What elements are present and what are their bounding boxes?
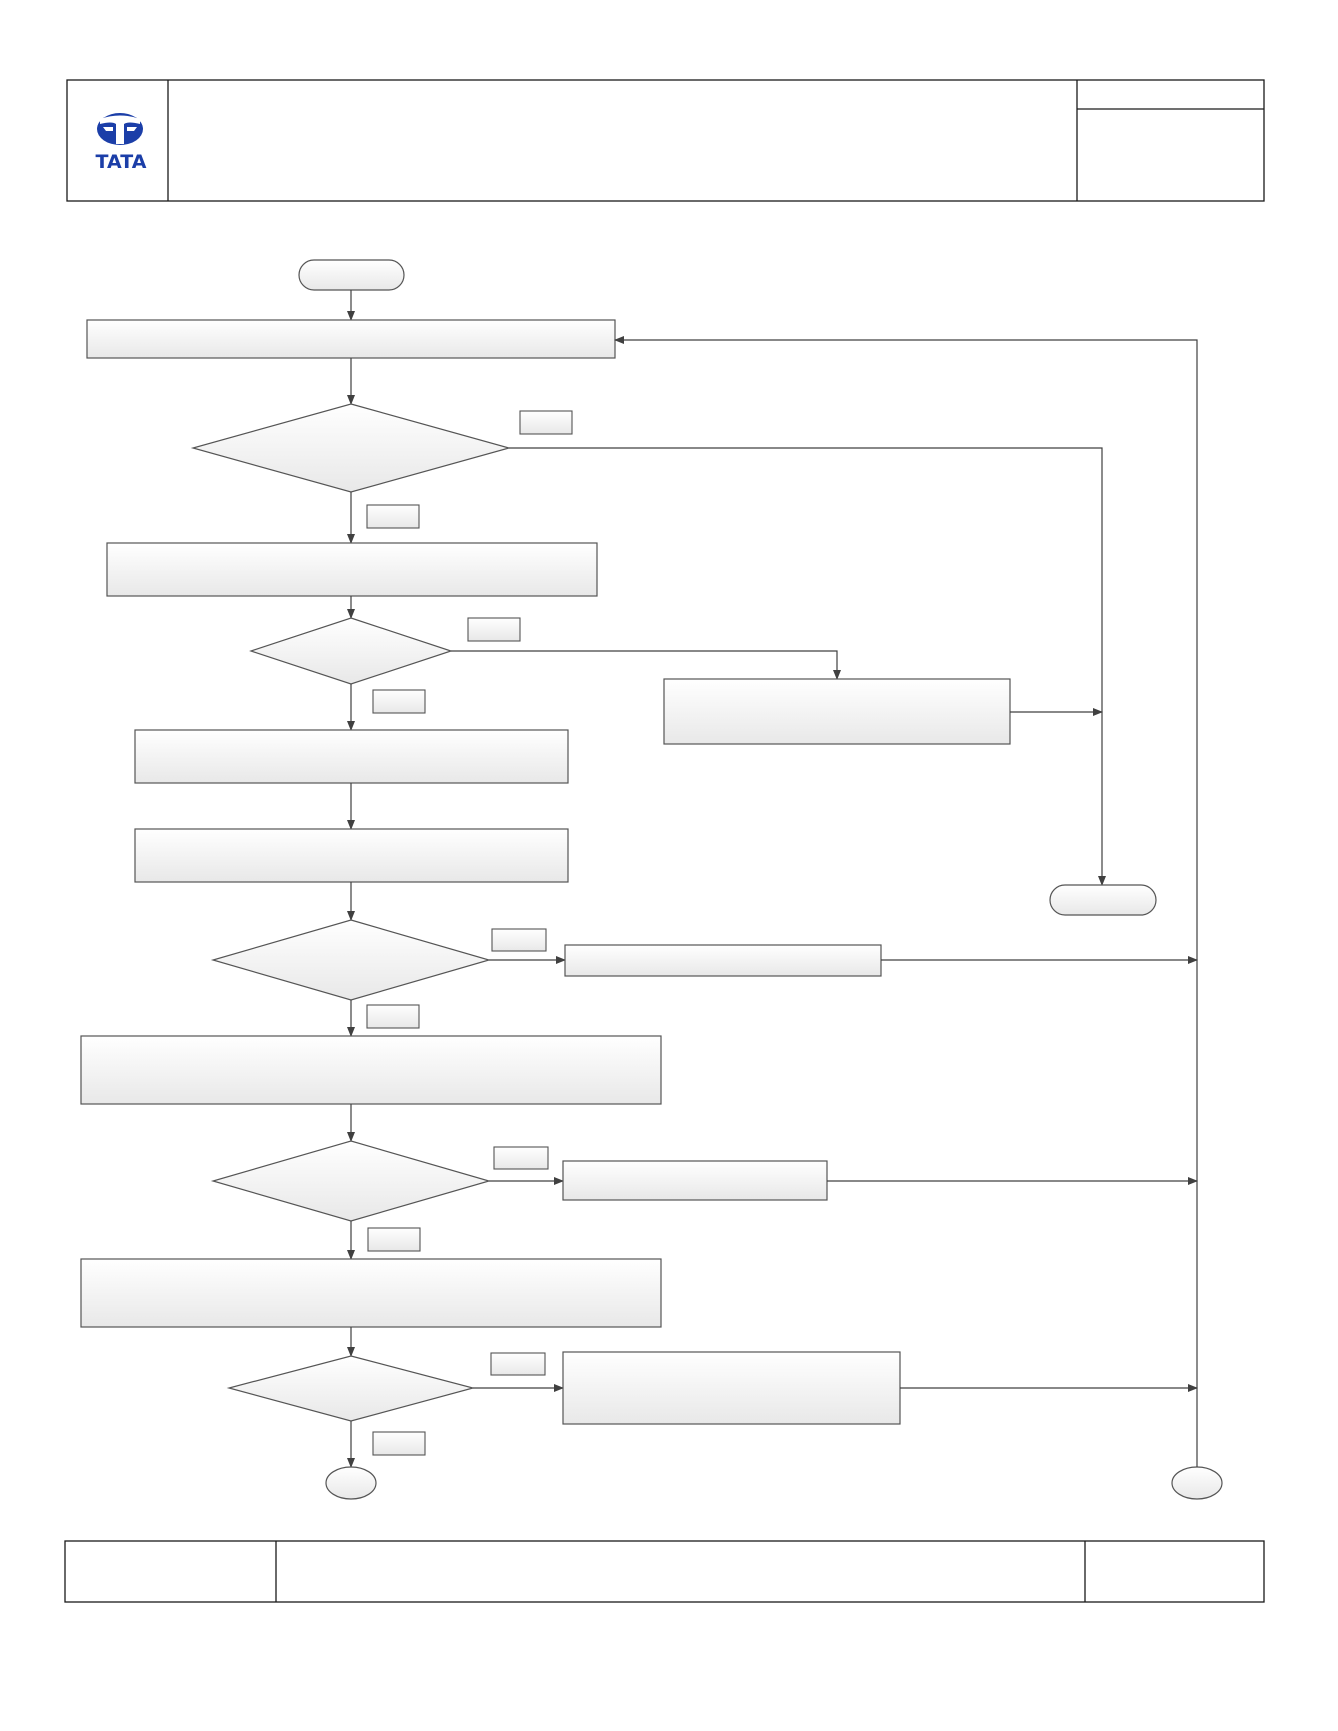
side-step-2 [663,678,1011,745]
process-step-4 [134,828,569,883]
decision-3 [210,919,492,1001]
decision-2 [249,617,453,685]
process-step-3 [134,729,569,784]
decision-1-branch-down-label [366,504,420,529]
decision-3-branch-right-label [491,928,547,952]
side-step-5 [562,1351,901,1425]
offpage-connector-left [325,1466,377,1500]
process-step-5 [80,1035,662,1105]
footer [64,1540,1265,1603]
decision-2-branch-right-label [467,617,521,642]
side-step-4 [562,1160,828,1201]
process-step-1 [86,319,616,359]
decision-5 [226,1355,476,1422]
decision-1 [190,403,512,493]
decision-1-branch-right-label [519,410,573,435]
header: TATA [66,79,1265,202]
decision-5-branch-right-label [490,1352,546,1376]
process-step-2 [106,542,598,597]
process-step-6 [80,1258,662,1328]
decision-2-branch-down-label [372,689,426,714]
decision-5-branch-down-label [372,1431,426,1456]
tata-logo: TATA [96,113,147,173]
logo-wordmark: TATA [96,151,147,173]
tata-emblem-icon [97,113,143,145]
offpage-connector-right [1171,1466,1223,1500]
decision-3-branch-down-label [366,1004,420,1029]
decision-4-branch-down-label [367,1227,421,1252]
start-terminator [298,259,405,291]
connector-loop-back-step1 [614,336,1198,1467]
footer-frame [64,1540,1265,1603]
end-terminator [1049,884,1157,916]
side-step-3 [564,944,882,977]
connector-decision1-end [509,447,1106,886]
decision-4 [210,1140,492,1222]
decision-4-branch-right-label [493,1146,549,1170]
connector-decision2-side [451,650,841,680]
flowchart [80,259,1223,1500]
header-frame [66,79,1265,202]
